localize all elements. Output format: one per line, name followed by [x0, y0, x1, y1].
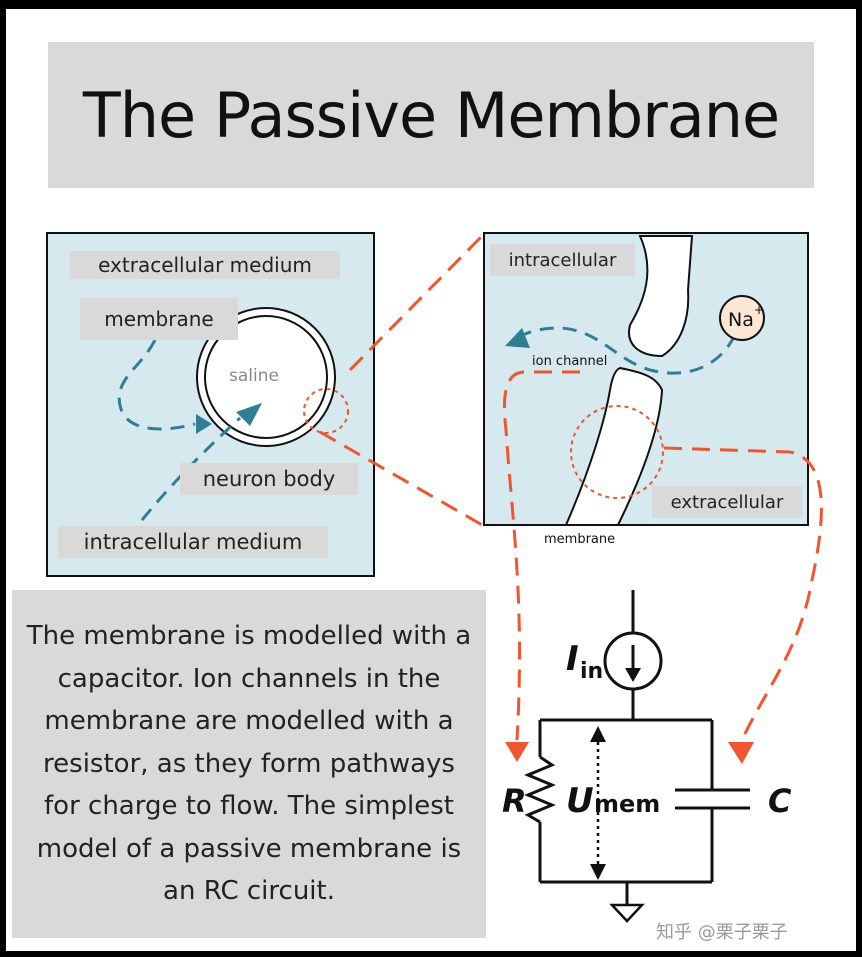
membrane-label: membrane: [80, 298, 238, 340]
ion-channel-label: ion channel: [532, 354, 607, 369]
membrane-to-capacitor-arrow: [663, 446, 823, 741]
zoom-connector-top: [348, 232, 486, 372]
voltage-subscript: mem: [594, 790, 660, 818]
watermark: 知乎 @栗子栗子: [656, 922, 788, 943]
intracellular-pointer-arrowhead: [236, 403, 262, 426]
voltage-symbol: U: [566, 781, 594, 821]
current-subscript: in: [580, 659, 603, 684]
ion-channel-to-resistor-arrow: [502, 370, 580, 741]
membrane-pointer-arrow: [117, 339, 196, 431]
title-banner: The Passive Membrane: [48, 42, 814, 188]
zoom-membrane-label: membrane: [544, 532, 615, 547]
membrane-segment: [564, 235, 694, 526]
voltage-arrow-top: [590, 726, 606, 742]
ion-flow-arrow: [514, 326, 737, 375]
resistor-label: R: [502, 782, 527, 820]
membrane-pointer-arrowhead: [196, 414, 212, 434]
membrane-to-capacitor-arrowhead: [728, 742, 754, 764]
ion-flow-arrowhead: [505, 328, 530, 348]
neuron-body-label: neuron body: [180, 463, 358, 495]
description-box: The membrane is modelled with a capacito…: [12, 590, 486, 938]
zoom-source-circle: [303, 388, 349, 434]
extracellular-medium-label: extracellular medium: [70, 251, 340, 279]
ground-symbol: [609, 903, 645, 923]
sodium-charge: +: [754, 303, 764, 317]
current-symbol: I: [566, 639, 579, 679]
page-title: The Passive Membrane: [82, 78, 780, 152]
rc-circuit: [524, 590, 750, 905]
extracellular-label: extracellular: [652, 486, 802, 518]
neuron-body-shape: [196, 307, 336, 447]
intracellular-medium-label: intracellular medium: [58, 526, 328, 558]
zoom-connector-bottom: [319, 430, 485, 528]
sodium-symbol: Na: [728, 309, 754, 331]
sodium-ion-circle: [719, 295, 765, 341]
saline-label: saline: [229, 366, 279, 386]
description-text: The membrane is modelled with a capacito…: [26, 621, 472, 907]
current-source-arrowhead: [625, 668, 641, 682]
intracellular-label: intracellular: [490, 244, 635, 276]
voltage-arrow-bottom: [590, 864, 606, 880]
ion-channel-to-resistor-arrowhead: [505, 742, 529, 762]
membrane-detail-circle: [570, 405, 664, 499]
capacitor-label: C: [768, 782, 792, 820]
